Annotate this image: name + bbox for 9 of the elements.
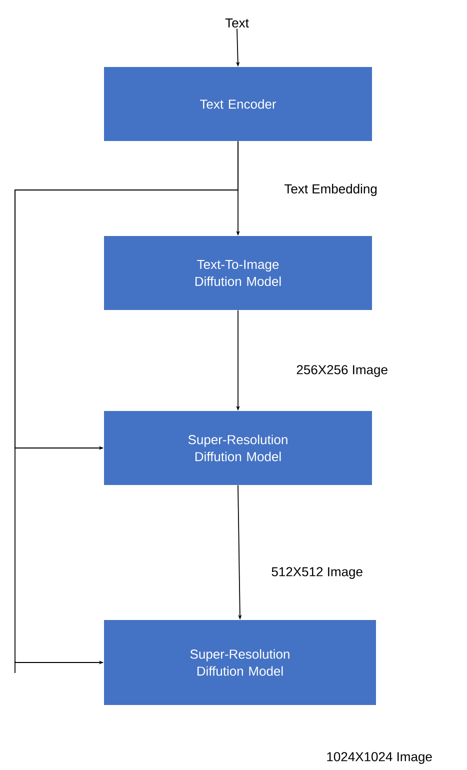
process-box: Text Encoder <box>104 67 372 141</box>
input-label: Text <box>225 18 249 28</box>
edge-label: 256X256 Image <box>295 364 389 378</box>
edge-label: 512X512 Image <box>270 566 364 580</box>
process-box: Super-Resolution Diffution Model <box>104 411 372 485</box>
edge-label: Text Embedding <box>283 182 378 198</box>
process-box: Super-Resolution Diffution Model <box>104 620 376 705</box>
output-label: 1024X1024 Image <box>327 752 432 764</box>
process-box: Text-To-Image Diffution Model <box>104 236 372 310</box>
